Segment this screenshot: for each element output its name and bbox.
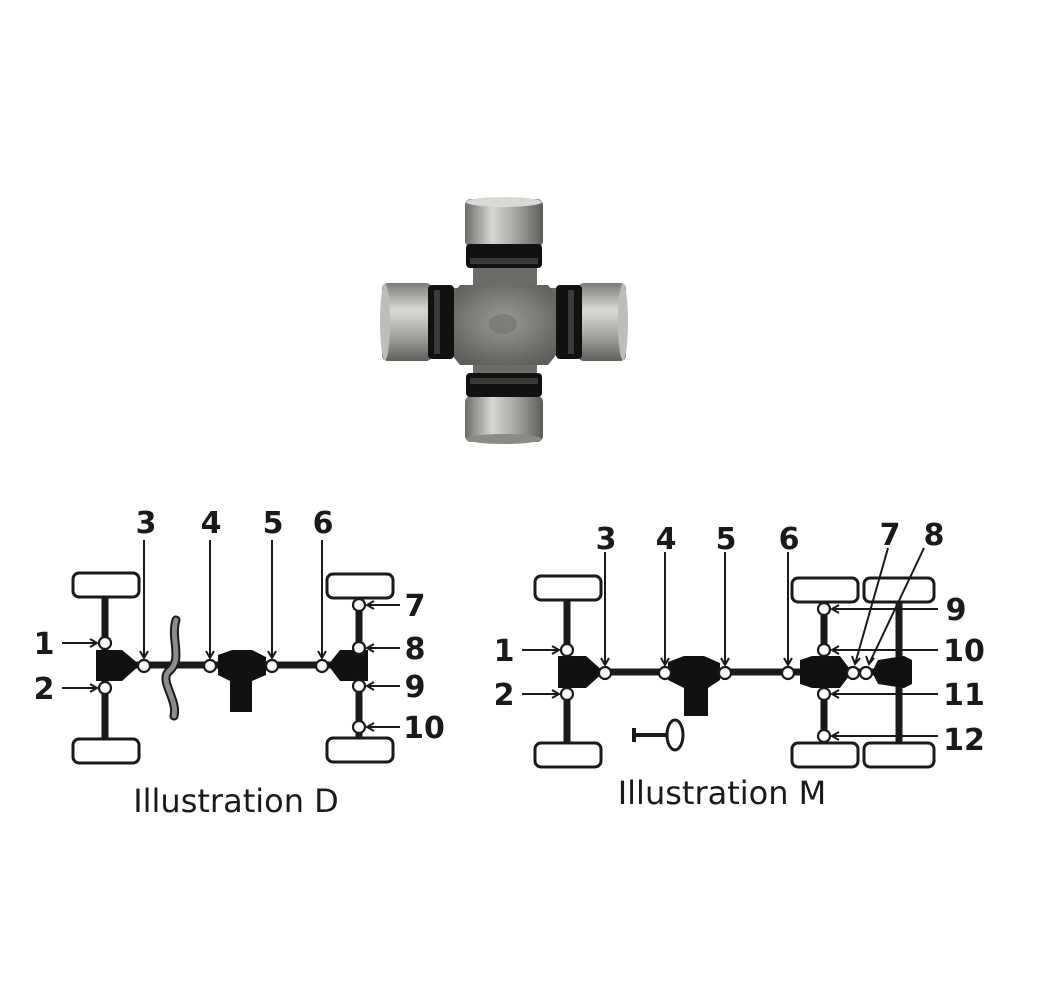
m-label-8: 8: [924, 518, 945, 553]
m-label-10: 10: [943, 634, 985, 669]
wheel-rear-left: [325, 572, 395, 600]
d-label-6: 6: [313, 506, 334, 541]
wheel-front-left: [71, 571, 141, 599]
d-label-5: 5: [263, 506, 284, 541]
wheel-front-left: [533, 574, 603, 602]
m-label-2: 2: [494, 678, 515, 713]
m-label-12: 12: [943, 723, 985, 758]
m-label-4: 4: [656, 522, 677, 557]
m-label-3: 3: [596, 522, 617, 557]
right-bearing-cap: [578, 283, 626, 361]
m-label-5: 5: [716, 522, 737, 557]
transmission: [218, 650, 266, 712]
d-label-4: 4: [201, 506, 222, 541]
wheel-front-right: [533, 741, 603, 769]
d-label-8: 8: [405, 632, 426, 667]
wheel-mid-left: [790, 576, 860, 604]
illustration-m-caption: Illustration M: [618, 774, 827, 812]
front-differential: [96, 650, 140, 681]
wheel-rear-right: [325, 736, 395, 764]
m-label-1: 1: [494, 634, 515, 669]
d-label-3: 3: [136, 506, 157, 541]
wheel-rear-right: [862, 741, 936, 769]
illustration-d: 1 2 3 4 5 6 7 8 9 10 Illustration D: [34, 506, 445, 820]
m-label-7: 7: [880, 518, 901, 553]
rear-differential: [328, 650, 368, 681]
m-label-11: 11: [943, 678, 985, 713]
d-label-9: 9: [405, 670, 426, 705]
mid-differential: [800, 656, 852, 688]
bottom-bearing-cap: [465, 396, 543, 442]
m-label-6: 6: [779, 522, 800, 557]
d-label-1: 1: [34, 627, 55, 662]
left-bearing-cap: [382, 283, 432, 361]
front-differential: [558, 656, 604, 688]
illustration-d-caption: Illustration D: [133, 782, 339, 820]
d-label-2: 2: [34, 672, 55, 707]
u-joint-photo: [380, 197, 628, 444]
top-bearing-cap: [465, 199, 543, 247]
crossmember: [163, 617, 179, 719]
steering-wheel-icon: [665, 718, 685, 752]
d-label-10: 10: [403, 711, 445, 746]
rear-differential: [872, 656, 912, 688]
m-label-9: 9: [946, 593, 967, 628]
wheel-front-right: [71, 737, 141, 765]
illustration-m: 1 2 3 4 5 6 7 8 9 10 11 12 Illustration …: [494, 518, 985, 812]
d-label-7: 7: [405, 589, 426, 624]
wheel-mid-right: [790, 741, 860, 769]
transmission: [668, 656, 720, 716]
